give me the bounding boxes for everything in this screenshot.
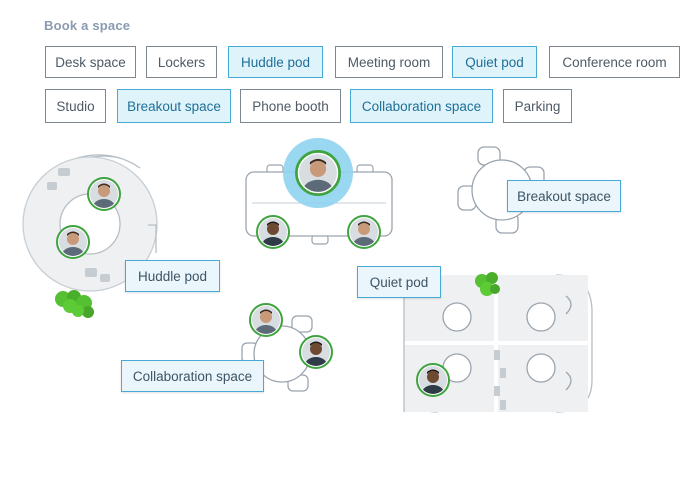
breakout-space-label[interactable]: Breakout space xyxy=(507,180,621,212)
plant-icon xyxy=(55,290,94,318)
filter-chip-collaboration-space[interactable]: Collaboration space xyxy=(350,89,493,123)
collaboration-space-label[interactable]: Collaboration space xyxy=(121,360,264,392)
meeting-table-area xyxy=(245,138,393,253)
filter-chip-desk-space[interactable]: Desk space xyxy=(45,46,136,78)
filter-chip-lockers[interactable]: Lockers xyxy=(146,46,217,78)
filter-chip-conference-room[interactable]: Conference room xyxy=(549,46,680,78)
huddle-pod-area xyxy=(22,154,158,318)
avatar xyxy=(348,216,380,253)
filter-chip-parking[interactable]: Parking xyxy=(503,89,572,123)
filter-chip-huddle-pod[interactable]: Huddle pod xyxy=(228,46,323,78)
avatar xyxy=(257,216,289,253)
plant-icon xyxy=(475,272,500,296)
huddle-pod-label[interactable]: Huddle pod xyxy=(125,260,220,292)
quiet-pod-label[interactable]: Quiet pod xyxy=(357,266,441,298)
filter-chip-phone-booth[interactable]: Phone booth xyxy=(240,89,341,123)
filter-chip-meeting-room[interactable]: Meeting room xyxy=(335,46,443,78)
filter-chip-breakout-space[interactable]: Breakout space xyxy=(117,89,231,123)
filter-chip-quiet-pod[interactable]: Quiet pod xyxy=(452,46,537,78)
filter-chip-studio[interactable]: Studio xyxy=(45,89,106,123)
page-title: Book a space xyxy=(44,18,131,33)
collaboration-table-area xyxy=(241,304,332,392)
